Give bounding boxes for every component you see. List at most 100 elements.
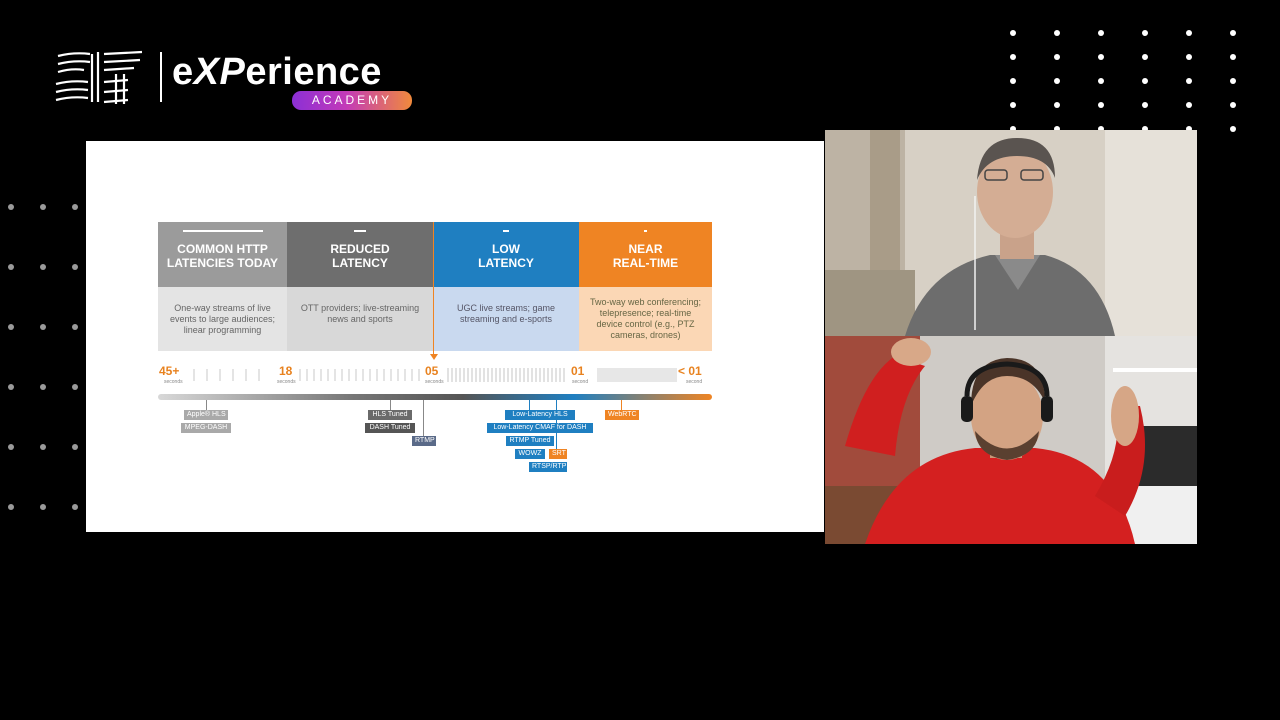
decorative-dot <box>1230 30 1236 36</box>
tag-hls-tuned: HLS Tuned <box>368 410 412 420</box>
latency-axis-bar <box>158 394 712 400</box>
decorative-dot <box>1010 102 1016 108</box>
participant-2-scene <box>825 336 1197 544</box>
tag-low-latency-cmaf: Low-Latency CMAF for DASH <box>487 423 593 433</box>
decorative-dot <box>1010 126 1016 132</box>
tag-mpeg-dash: MPEG-DASH <box>181 423 231 433</box>
decorative-dot <box>72 384 78 390</box>
decorative-dot <box>1230 126 1236 132</box>
decorative-dot <box>1186 126 1192 132</box>
scale-label-lt01: < 01 <box>678 364 702 378</box>
scale-label-05: 05 <box>425 364 439 378</box>
decorative-dot <box>1054 78 1060 84</box>
connector <box>621 400 622 410</box>
decorative-dot <box>1098 30 1104 36</box>
tag-wowz: WOWZ <box>515 449 545 459</box>
wordmark-prefix: e <box>172 51 194 93</box>
decorative-dot <box>72 504 78 510</box>
participant-1-scene <box>825 130 1197 336</box>
tag-webrtc: WebRTC <box>605 410 639 420</box>
band-title-line2: LATENCY <box>332 256 388 270</box>
decorative-dot <box>40 324 46 330</box>
decorative-dot <box>40 204 46 210</box>
tag-rtmp: RTMP <box>412 436 436 446</box>
decorative-dot <box>1054 30 1060 36</box>
band-title-line2: LATENCY <box>478 256 534 270</box>
range-bar <box>644 230 647 232</box>
decorative-dot <box>1230 54 1236 60</box>
band-title-line1: LOW <box>492 242 520 256</box>
decorative-dot <box>1054 54 1060 60</box>
scale-sub-05: seconds <box>425 379 444 385</box>
band-low-latency: LOW LATENCY <box>433 222 579 287</box>
tag-rtmp-tuned: RTMP Tuned <box>506 436 554 446</box>
scale-sub-45: seconds <box>164 379 183 385</box>
decorative-dot <box>1010 30 1016 36</box>
decorative-dot <box>40 444 46 450</box>
decorative-dot <box>72 204 78 210</box>
decorative-dot <box>8 504 14 510</box>
decorative-dot <box>72 264 78 270</box>
decorative-dots-right <box>1010 30 1250 140</box>
decorative-dot <box>1010 54 1016 60</box>
scale-label-01: 01 <box>571 364 585 378</box>
brand-wordmark: eXPerience <box>172 50 382 94</box>
decorative-dot <box>1230 78 1236 84</box>
tag-dash-tuned: DASH Tuned <box>365 423 415 433</box>
band-title-line2: LATENCIES TODAY <box>166 256 279 270</box>
decorative-dot <box>8 204 14 210</box>
decorative-dot <box>72 444 78 450</box>
decorative-dot <box>1010 78 1016 84</box>
five-second-marker <box>433 222 434 358</box>
decorative-dot <box>8 324 14 330</box>
decorative-dot <box>1142 54 1148 60</box>
connector <box>206 400 207 410</box>
wordmark-suffix: erience <box>245 51 382 93</box>
scale-sub-lt01: second <box>686 379 703 385</box>
desc-reduced-latency: OTT providers; live-streaming news and s… <box>287 287 433 351</box>
scale-sub-01: second <box>572 379 589 385</box>
decorative-dot <box>72 324 78 330</box>
decorative-dot <box>1098 126 1104 132</box>
band-title-line1: COMMON HTTP <box>177 242 268 256</box>
academy-badge: ACADEMY <box>292 91 412 110</box>
decorative-dot <box>1098 102 1104 108</box>
connector <box>390 400 391 410</box>
set-logo-icon <box>55 50 143 104</box>
tag-rtsp-rtp: RTSP/RTP <box>529 462 567 472</box>
tag-srt: SRT <box>549 449 567 459</box>
decorative-dots-left <box>8 204 88 524</box>
decorative-dot <box>1230 102 1236 108</box>
desc-low-latency: UGC live streams; game streaming and e-s… <box>433 287 579 351</box>
participant-video-2 <box>825 336 1197 544</box>
range-bar <box>503 230 509 232</box>
decorative-dot <box>1186 54 1192 60</box>
decorative-dot <box>8 264 14 270</box>
band-title-line1: REDUCED <box>330 242 390 256</box>
decorative-dot <box>1054 126 1060 132</box>
band-title-line2: REAL-TIME <box>612 256 679 270</box>
tag-low-latency-hls: Low-Latency HLS <box>505 410 575 420</box>
range-bar <box>354 230 366 232</box>
shared-slide: COMMON HTTP LATENCIES TODAY REDUCED LATE… <box>86 141 824 532</box>
scale-label-18: 18 <box>279 364 293 378</box>
logo-separator <box>160 52 162 102</box>
decorative-dot <box>1142 30 1148 36</box>
decorative-dot <box>1054 102 1060 108</box>
decorative-dot <box>1142 78 1148 84</box>
decorative-dot <box>1098 54 1104 60</box>
scale-sub-18: seconds <box>277 379 296 385</box>
desc-near-real-time: Two-way web conferencing; telepresence; … <box>579 287 712 351</box>
band-reduced-latency: REDUCED LATENCY <box>287 222 433 287</box>
decorative-dot <box>8 384 14 390</box>
decorative-dot <box>40 264 46 270</box>
connector <box>423 400 424 436</box>
connector <box>529 400 530 410</box>
band-near-real-time: NEAR REAL-TIME <box>579 222 712 287</box>
desc-common-http: One-way streams of live events to large … <box>158 287 287 351</box>
band-common-http: COMMON HTTP LATENCIES TODAY <box>158 222 287 287</box>
decorative-dot <box>1186 78 1192 84</box>
decorative-dot <box>1186 102 1192 108</box>
tag-apple-hls: Apple® HLS <box>184 410 228 420</box>
decorative-dot <box>1186 30 1192 36</box>
